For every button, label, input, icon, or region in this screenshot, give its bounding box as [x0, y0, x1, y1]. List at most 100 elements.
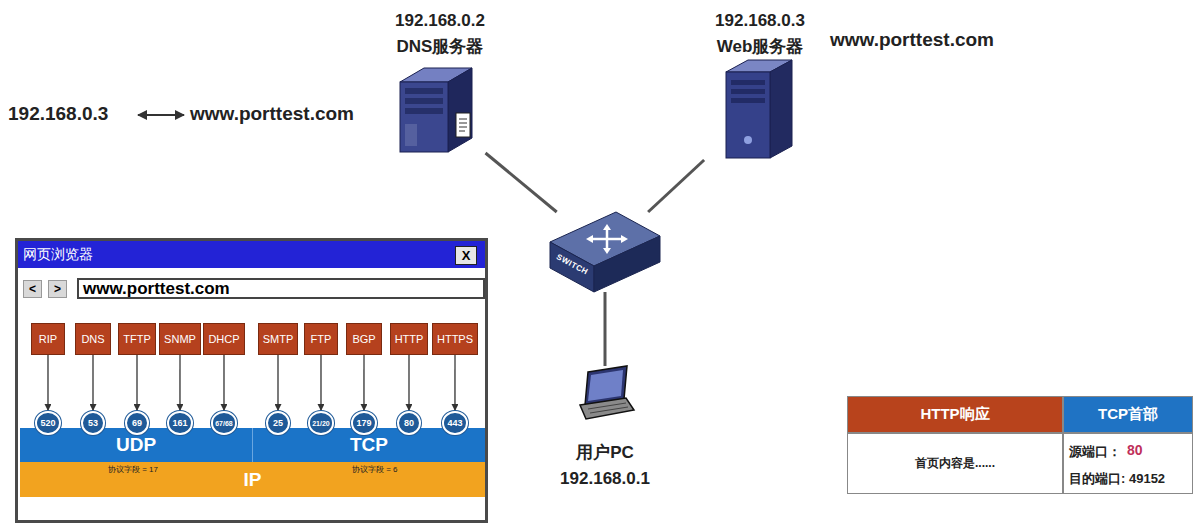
- port-circle: 53: [81, 411, 105, 435]
- port-arrow: [223, 355, 224, 411]
- web-server-icon: [726, 60, 792, 158]
- port-circle: 443: [442, 411, 468, 435]
- protocol-box: TFTP: [118, 323, 156, 355]
- table-header: HTTP响应: [847, 396, 1063, 433]
- node-text: >: [54, 282, 61, 296]
- node-text: Web服务器: [717, 34, 804, 60]
- port-arrow: [320, 355, 321, 411]
- node-text: 首页内容是......: [915, 455, 995, 472]
- node-text: 80: [404, 418, 414, 428]
- close-button: X: [455, 246, 477, 265]
- node-text: 443: [447, 418, 462, 428]
- port-arrow: [136, 355, 137, 411]
- node-text: 21/20: [312, 420, 330, 427]
- ip-band: IP 协议字段 = 17 协议字段 = 6: [20, 462, 485, 497]
- address-label: 192.168.0.3: [8, 103, 108, 125]
- node-text: www.porttest.com: [79, 279, 230, 299]
- node-text: 网页浏览器: [18, 241, 485, 268]
- node-text: 协议字段 = 17: [108, 464, 158, 475]
- window-body: [15, 238, 488, 523]
- port-circle: 69: [125, 411, 149, 435]
- node-text: TCP: [350, 434, 388, 456]
- node-text: TCP首部: [1098, 405, 1158, 424]
- protocol-box: BGP: [346, 323, 382, 355]
- server-node: 192.168.0.3Web服务器: [700, 8, 820, 160]
- laptop-icon: [580, 366, 634, 419]
- node-text: 用户PC: [576, 440, 634, 466]
- network-link: [485, 153, 556, 212]
- protocol-box: RIP: [31, 323, 64, 355]
- node-text: 192.168.0.3: [715, 8, 805, 34]
- node-text: TFTP: [121, 333, 153, 345]
- node-text: IP: [244, 469, 262, 491]
- node-text: 25: [273, 418, 283, 428]
- node-text: RIP: [37, 333, 59, 345]
- node-text: HTTP: [393, 333, 426, 345]
- port-arrow: [179, 355, 180, 411]
- node-text: DNS: [79, 333, 106, 345]
- browser-window: 网页浏览器X < > www.porttest.comRIP DNS TFTP SNMP DH…: [15, 238, 488, 523]
- address-bar: www.porttest.com: [77, 278, 485, 299]
- node-text: <: [29, 282, 36, 296]
- port-arrow: [363, 355, 364, 411]
- node-text: HTTP响应: [920, 405, 989, 424]
- port-arrow: [277, 355, 278, 411]
- node-text: 179: [356, 418, 371, 428]
- port-arrow: [454, 355, 455, 411]
- port-arrow: [47, 355, 48, 411]
- node-text: 80: [1127, 442, 1143, 458]
- node-text: X: [462, 248, 471, 263]
- protocol-box: SMTP: [258, 323, 299, 355]
- port-circle: 161: [167, 411, 193, 435]
- port-circle: 179: [351, 411, 377, 435]
- node-text: 69: [132, 418, 142, 428]
- port-circle: 520: [35, 411, 61, 435]
- protocol-box: DNS: [75, 323, 111, 355]
- node-text: 67/68: [215, 420, 233, 427]
- protocol-box: HTTP: [390, 323, 429, 355]
- node-text: 192.168.0.2: [395, 8, 485, 34]
- nav-button: >: [48, 280, 67, 298]
- protocol-box: HTTPS: [432, 323, 478, 355]
- node-text: 53: [88, 418, 98, 428]
- network-link: [648, 160, 704, 212]
- node-text: UDP: [116, 434, 156, 456]
- node-text: SMTP: [261, 333, 296, 345]
- node-text: SWITCH: [555, 252, 590, 276]
- table-header: TCP首部: [1063, 396, 1193, 433]
- node-text: 192.168.0.1: [560, 466, 650, 492]
- node-text: DNS服务器: [397, 34, 484, 60]
- port-circle: 25: [266, 411, 290, 435]
- node-text: 161: [172, 418, 187, 428]
- port-circle: 80: [397, 411, 421, 435]
- protocol-box: DHCP: [203, 323, 244, 355]
- table-cell: 源端口： 80 目的端口: 49152: [1063, 433, 1193, 494]
- node-text: FTP: [309, 333, 334, 345]
- node-text: 源端口：: [1069, 443, 1121, 461]
- server-node: 192.168.0.2DNS服务器: [388, 8, 492, 153]
- node-text: HTTPS: [435, 333, 475, 345]
- node-text: 目的端口: 49152: [1069, 470, 1165, 488]
- port-arrow: [408, 355, 409, 411]
- port-circle: 21/20: [308, 411, 335, 435]
- dns-server-icon: [400, 68, 472, 152]
- node-text: BGP: [350, 333, 377, 345]
- table-cell: 首页内容是......: [847, 433, 1063, 494]
- node-text: SNMP: [162, 333, 198, 345]
- mapping-arrow: [138, 114, 184, 116]
- nav-button: <: [23, 280, 42, 298]
- switch-node: SWITCH: [550, 212, 660, 292]
- port-arrow: [92, 355, 93, 411]
- node-text: 520: [40, 418, 55, 428]
- protocol-box: SNMP: [159, 323, 201, 355]
- node-text: DHCP: [206, 333, 241, 345]
- protocol-box: FTP: [304, 323, 338, 355]
- port-circle: 67/68: [211, 411, 238, 435]
- network-link: [604, 292, 607, 366]
- address-label: www.porttest.com: [830, 29, 994, 51]
- node-text: 协议字段 = 6: [352, 464, 398, 475]
- address-label: www.porttest.com: [190, 103, 354, 125]
- switch-icon: [550, 212, 660, 292]
